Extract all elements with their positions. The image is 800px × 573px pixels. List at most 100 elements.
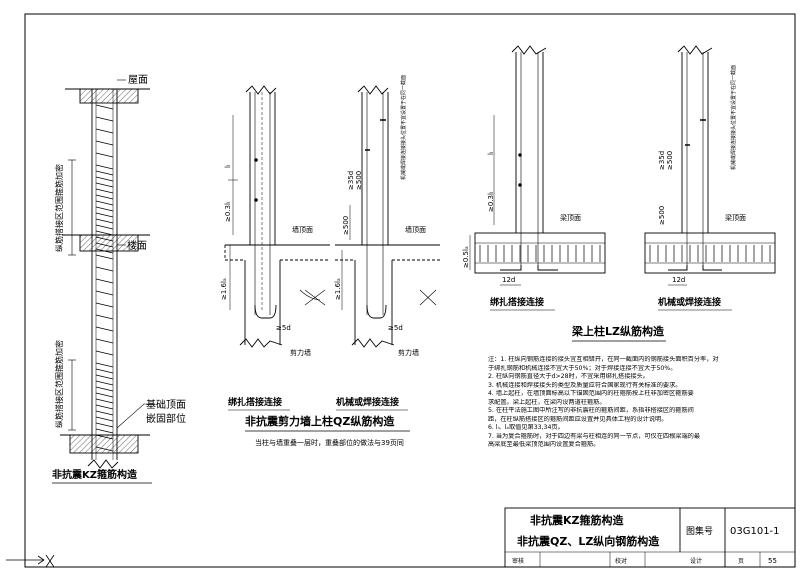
dim-500-lz2: ≥500 xyxy=(666,151,674,170)
dim-5d-qz1: ≥5d xyxy=(276,324,291,332)
caption-lz-mech: 机械或焊接连接 xyxy=(658,296,721,308)
review-label: 审核 xyxy=(512,557,524,565)
note-line: 注：1. 柱纵向钢筋连接的接头宜互相错开，在同一截面内的钢筋接头面积百分率，对 xyxy=(488,356,719,363)
stirrup-line xyxy=(95,422,114,428)
stirrup-line xyxy=(95,116,114,122)
stirrup-line xyxy=(95,386,114,392)
caption-qz-lap: 绑扎搭接连接 xyxy=(228,396,282,408)
page-label: 页 xyxy=(738,558,744,565)
stirrup-line xyxy=(95,314,114,320)
wall-top-label-1: 墙顶面 xyxy=(292,225,313,234)
dim-16la-qz1: ≥1.6lₐ xyxy=(220,278,228,300)
corner-axis-mark xyxy=(6,554,55,568)
stirrup-line xyxy=(95,302,114,308)
caption-kz-stirrup: 非抗震KZ箍筋构造 xyxy=(52,468,138,481)
stirrup-line xyxy=(95,266,114,272)
check-label: 校对 xyxy=(615,557,627,565)
stirrup-line xyxy=(95,194,114,200)
stirrup-line xyxy=(95,392,114,398)
stirrup-line xyxy=(95,170,114,176)
stirrup-line xyxy=(95,200,114,206)
stirrup-line xyxy=(95,140,114,146)
dim-ll-lz1: lₗ xyxy=(487,152,495,155)
stirrup-line xyxy=(95,326,114,332)
dim-12d-lz1: 12d xyxy=(502,276,515,284)
beam-top-label-1: 梁顶面 xyxy=(560,213,581,222)
design-label: 设计 xyxy=(690,557,702,565)
title-block-title-2: 非抗震QZ、LZ纵向钢筋构造 xyxy=(517,534,660,548)
lz1-beam-stirrups xyxy=(479,245,601,262)
general-notes: 注：1. 柱纵向钢筋连接的接头宜互相错开，在同一截面内的钢筋接头面积百分率，对 … xyxy=(488,356,788,450)
stirrup-line xyxy=(95,254,114,260)
mech-note-lz: 机械或焊接连接接头位置不宜设置于在同一截面 xyxy=(730,65,737,170)
stirrup-line xyxy=(95,176,114,182)
atlas-number: 03G101-1 xyxy=(730,526,780,537)
atlas-label: 图集号 xyxy=(686,525,713,537)
stirrup-line xyxy=(95,212,114,218)
stirrup-line xyxy=(95,206,114,212)
dense-zone-label-lower: 纵筋搭接区范围箍筋加密 xyxy=(54,340,64,428)
stirrup-line xyxy=(95,416,114,422)
stirrup-line xyxy=(95,446,114,452)
shear-wall-label-1: 剪力墙 xyxy=(290,348,311,357)
dim-500b-qz2: ≥500 xyxy=(342,216,350,235)
stirrup-line xyxy=(95,380,114,386)
title-block-title-1: 非抗震KZ箍筋构造 xyxy=(530,513,624,527)
stirrup-line xyxy=(95,362,114,368)
kz-stirrups xyxy=(95,104,114,452)
kz-dense-markers xyxy=(68,79,155,431)
stirrup-line xyxy=(95,434,114,440)
note-line: 4. 墙上起柱，在墙顶面标高以下锚固范围内的柱箍筋按上柱非加密区箍筋要 xyxy=(488,390,694,397)
wall-top-label-2: 墙顶面 xyxy=(405,225,426,234)
page-number: 55 xyxy=(768,557,777,565)
note-line: 高梁底至最低梁顶范围内设置复合箍筋。 xyxy=(488,441,600,448)
lz-mech-detail xyxy=(644,45,776,286)
note-line: 距，在柱纵筋搭接区的箍筋间距应设置并见具体工程的设计说明。 xyxy=(488,415,668,423)
stirrup-line xyxy=(95,230,114,236)
dim-16la-qz2: ≥1.6lₐ xyxy=(334,278,342,300)
mech-note-qz: 机械或焊接连接接头位置不宜设置于在同一截面 xyxy=(400,75,407,180)
dim-5d-qz2: ≥5d xyxy=(388,324,403,332)
dim-12d-lz2: 12d xyxy=(672,276,685,284)
note-line: 2. 柱纵向钢筋直径大于d>28时，不宜采用绑扎搭接接头。 xyxy=(488,373,649,380)
stirrup-line xyxy=(95,374,114,380)
dim-500-qz2: ≥500 xyxy=(355,171,363,190)
stirrup-line xyxy=(95,404,114,410)
stirrup-line xyxy=(95,428,114,434)
caption-lz-title: 梁上柱LZ纵筋构造 xyxy=(571,324,665,338)
sheet-border xyxy=(24,13,796,568)
note-line: 6. lₗ、lₐ取值见第33,34页。 xyxy=(488,424,564,431)
dim-03ll-qz1: ≥0.3lₗ xyxy=(224,202,232,222)
qz-lap-detail xyxy=(224,85,330,348)
stirrup-line xyxy=(95,218,114,224)
note-line: 求配置。梁上起柱，在梁内设两道柱箍筋。 xyxy=(488,398,606,406)
note-line: 7. 当为复合箍筋时，对于四边有梁与柱相连的同一节点，可仅在四根梁端的最 xyxy=(488,432,701,440)
dense-zone-label-upper: 纵筋搭接区范围箍筋加密 xyxy=(54,164,64,252)
dim-ll-qz1: lₗ xyxy=(224,165,232,168)
caption-qz-mech: 机械或焊接连接 xyxy=(336,396,399,408)
caption-qz-title: 非抗震剪力墙上柱QZ纵筋构造 xyxy=(245,414,395,428)
note-line: 3. 机械连接和焊接接头的类型及质量应符合国家现行有关标准的要求。 xyxy=(488,381,682,389)
dim-500b-lz2: ≥500 xyxy=(658,206,666,225)
stirrup-line xyxy=(95,128,114,134)
stirrup-line xyxy=(95,188,114,194)
caption-lz-lap: 绑扎搭接连接 xyxy=(490,296,544,308)
stirrup-line xyxy=(95,236,114,242)
roof-label: 屋面 xyxy=(128,74,148,86)
stirrup-line xyxy=(95,164,114,170)
dim-05la-lz1: ≥0.5lₐ xyxy=(462,246,470,268)
beam-top-label-2: 梁顶面 xyxy=(725,213,746,222)
qz-mech-detail xyxy=(335,85,440,348)
note-line: 于绑扎钢筋和机械连接不宜大于50%；对于焊接连接不宜大于50%。 xyxy=(488,364,677,372)
stirrup-line xyxy=(95,410,114,416)
shear-wall-label-2: 剪力墙 xyxy=(398,348,419,357)
stirrup-line xyxy=(95,278,114,284)
stirrup-line xyxy=(95,338,114,344)
stirrup-line xyxy=(95,152,114,158)
kz-column-detail xyxy=(60,88,150,469)
lz2-beam-stirrups xyxy=(649,245,771,262)
title-block xyxy=(504,507,796,568)
floor-label: 楼面 xyxy=(127,239,147,252)
dim-35d-qz2: ≥35d xyxy=(347,171,355,190)
